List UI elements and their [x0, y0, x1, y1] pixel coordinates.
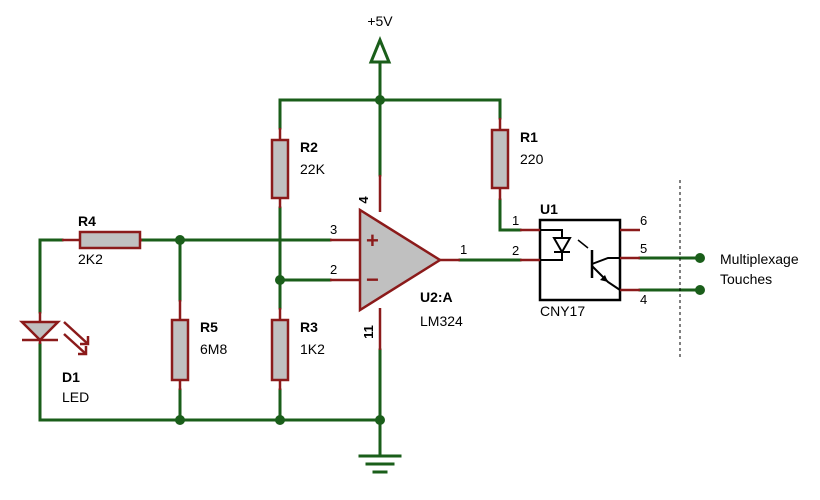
supply-label: +5V [367, 13, 393, 29]
u2-ref: U2:A [420, 289, 453, 305]
opamp-pin-11: 11 [361, 325, 376, 339]
u1-pin-2: 2 [512, 243, 519, 258]
r1-ref: R1 [520, 129, 538, 145]
ground-symbol [358, 454, 402, 474]
r1-value: 220 [520, 151, 544, 167]
output-label-line2: Touches [720, 271, 772, 287]
resistor-r1[interactable]: R1 220 [490, 118, 544, 200]
opto-phototransistor-icon [577, 239, 621, 291]
opamp-pin-3: 3 [330, 222, 337, 237]
junction-gnd-opamp [375, 415, 385, 425]
resistor-r4[interactable]: R4 2K2 [62, 213, 142, 267]
u1-ref: U1 [540, 201, 558, 217]
r5-ref: R5 [200, 319, 218, 335]
output-label-line1: Multiplexage [720, 251, 799, 267]
d1-value: LED [62, 389, 89, 405]
junction-top-rail [375, 95, 385, 105]
opamp-u2a[interactable]: + − 3 2 1 4 11 U2:A LM324 [330, 175, 467, 350]
u1-pin-4: 4 [640, 292, 647, 307]
output-terminal-1[interactable] [695, 253, 705, 263]
opto-led-icon [540, 229, 572, 261]
opamp-minus-sign: − [366, 267, 379, 292]
u1-pin-1: 1 [512, 213, 519, 228]
r2-value: 22K [300, 161, 326, 177]
r4-value: 2K2 [78, 251, 103, 267]
r3-ref: R3 [300, 319, 318, 335]
junction-gnd-r3 [275, 415, 285, 425]
resistor-r2[interactable]: R2 22K [270, 128, 326, 208]
r5-value: 6M8 [200, 341, 227, 357]
u2-value: LM324 [420, 313, 463, 329]
junction-divider [275, 275, 285, 285]
optocoupler-u1[interactable]: 1 2 6 5 4 U1 CNY17 [512, 201, 647, 319]
led-d1[interactable]: D1 LED [18, 312, 90, 405]
u1-pin-5: 5 [640, 241, 647, 256]
r3-value: 1K2 [300, 341, 325, 357]
junction-dots [175, 95, 705, 425]
opamp-plus-sign: + [366, 228, 379, 253]
output-label: Multiplexage Touches [720, 251, 799, 287]
u1-value: CNY17 [540, 303, 585, 319]
supply-symbol: +5V [367, 13, 393, 64]
opamp-pin-1: 1 [460, 242, 467, 257]
u1-pin-6: 6 [640, 213, 647, 228]
d1-ref: D1 [62, 369, 80, 385]
r4-ref: R4 [78, 213, 96, 229]
junction-r5-input [175, 235, 185, 245]
output-terminal-2[interactable] [695, 285, 705, 295]
resistor-r5[interactable]: R5 6M8 [170, 300, 227, 390]
light-emission-arrows-icon [63, 321, 90, 356]
opamp-pin-4: 4 [356, 196, 371, 204]
resistor-r3[interactable]: R3 1K2 [270, 308, 325, 390]
r2-ref: R2 [300, 139, 318, 155]
junction-gnd-r5 [175, 415, 185, 425]
opamp-pin-2: 2 [330, 262, 337, 277]
wires [38, 60, 702, 457]
